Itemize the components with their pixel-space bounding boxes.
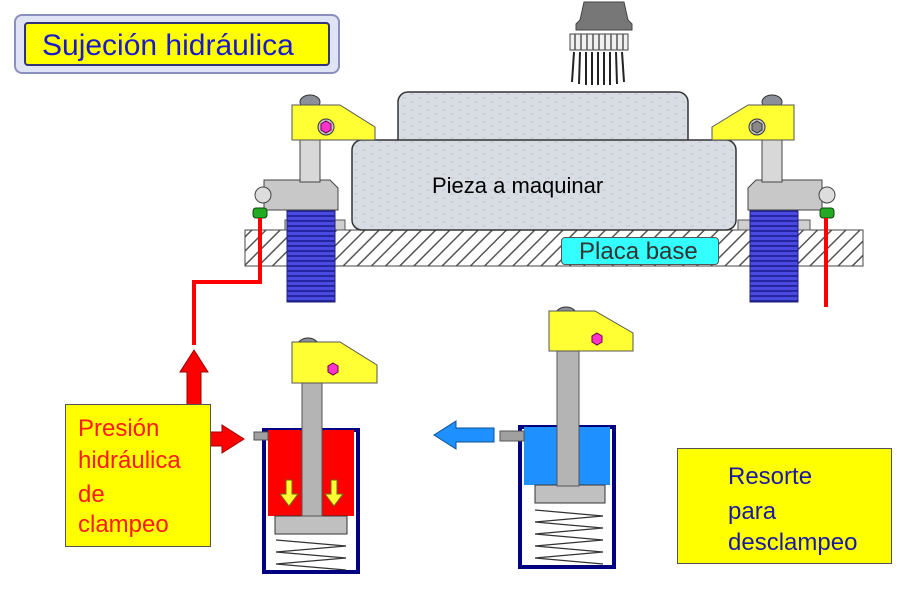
workpiece-label: Pieza a maquinar xyxy=(432,173,604,198)
pressure-label-line-1: Presión xyxy=(78,415,160,442)
pressure-label-line-3: de xyxy=(78,481,105,508)
pressure-label-line-4: clampeo xyxy=(78,511,169,538)
pressure-label-line-2: hidráulica xyxy=(78,447,181,474)
cutter-tool-icon xyxy=(569,1,633,85)
title-box: Sujeción hidráulica xyxy=(14,14,340,74)
base-plate-label: Placa base xyxy=(579,238,698,265)
title-panel: Sujeción hidráulica xyxy=(24,22,330,66)
hydraulic-line-left xyxy=(192,218,262,345)
spring-label-box: Resorte para desclampeo xyxy=(677,448,892,564)
page-title: Sujeción hidráulica xyxy=(42,29,294,62)
spring-label-line-2: para xyxy=(728,498,777,525)
cylinder-clamped xyxy=(253,337,378,574)
spring-label-line-3: desclampeo xyxy=(728,529,858,556)
exhaust-arrow-icon xyxy=(433,420,495,450)
right-clamp xyxy=(711,94,836,303)
workpiece xyxy=(351,91,737,231)
base-plate-tag: Placa base xyxy=(561,237,719,265)
spring-label-line-1: Resorte xyxy=(728,463,813,490)
up-arrow-icon xyxy=(179,349,209,411)
left-clamp xyxy=(252,94,376,303)
pressure-label-box: Presión hidráulica de clampeo xyxy=(65,404,211,547)
cylinder-released xyxy=(499,306,634,569)
